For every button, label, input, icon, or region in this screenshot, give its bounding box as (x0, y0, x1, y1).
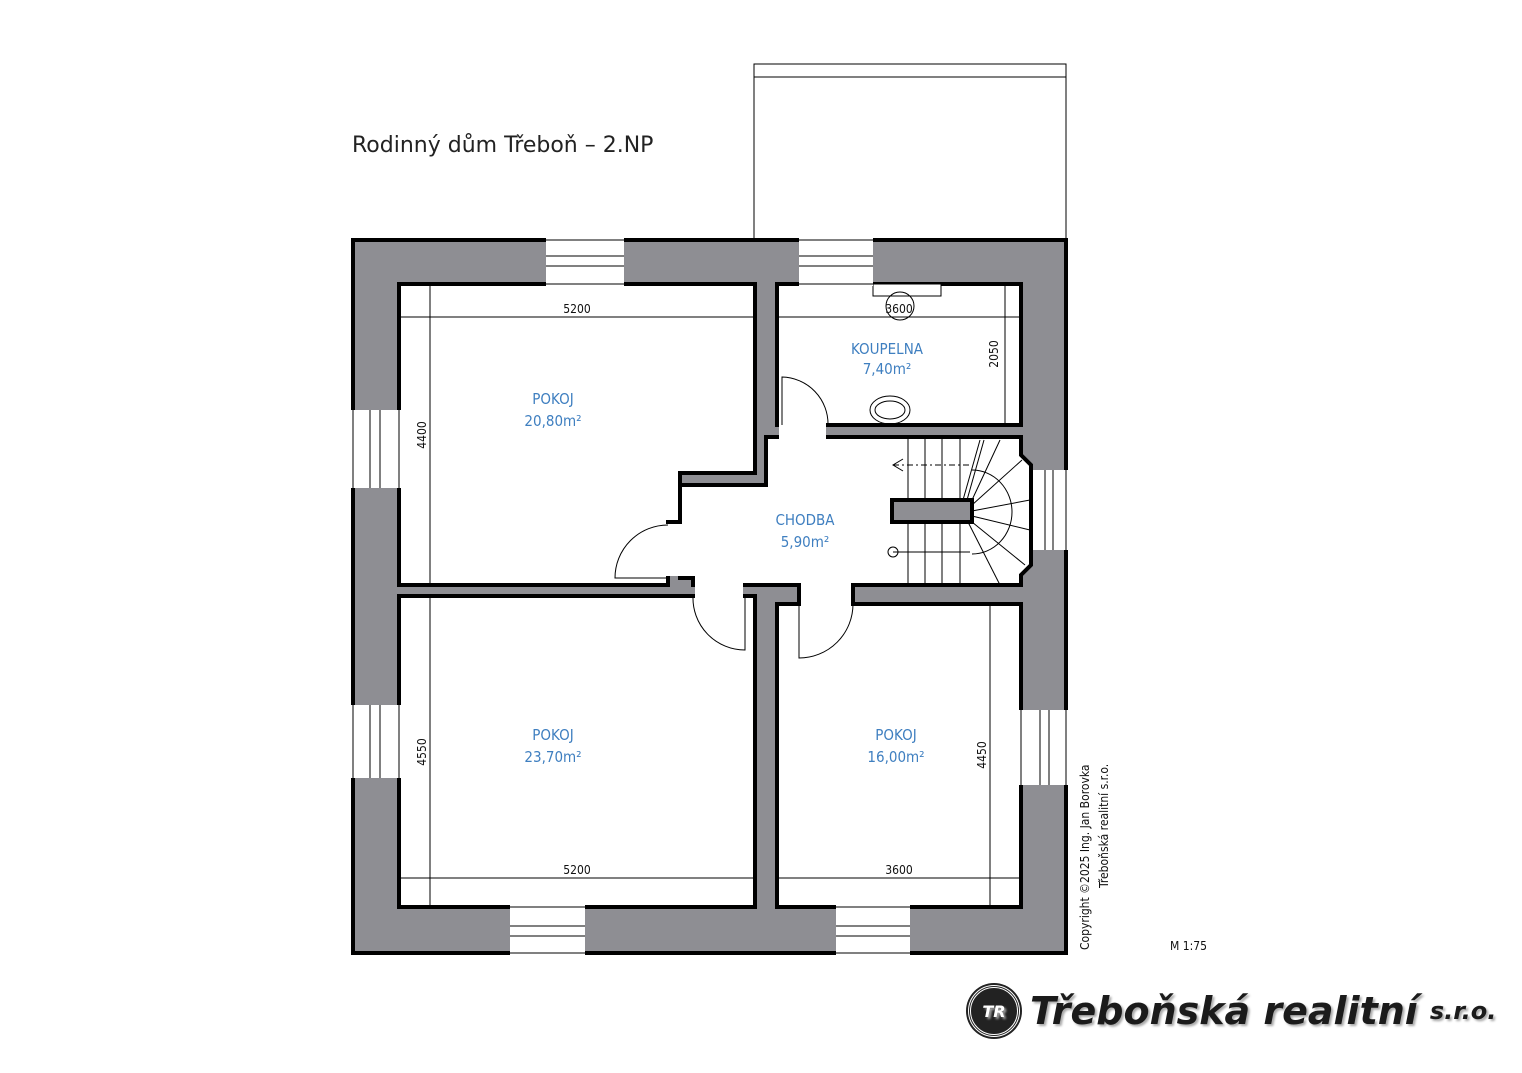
windows (351, 238, 1068, 955)
dim-bottom-right: 3600 (885, 863, 913, 877)
dim-koupelna-height: 2050 (987, 340, 1001, 368)
staircase (887, 437, 1031, 586)
room-area: 23,70m² (524, 748, 581, 766)
stair-core (890, 498, 974, 524)
dimension-lines (399, 284, 1021, 907)
dim-left-lower: 4550 (415, 738, 429, 766)
room-name: POKOJ (875, 726, 916, 744)
room-area: 7,40m² (863, 360, 912, 378)
room-chodba (678, 435, 1033, 606)
bathroom-fixtures (869, 283, 942, 425)
room-name: CHODBA (775, 511, 835, 529)
logo-name: Třeboňská realitní (1030, 989, 1418, 1033)
company-logo: TR Třeboňská realitní s.r.o. (968, 985, 1496, 1037)
doors (614, 376, 854, 659)
copyright-line-1: Copyright ©2025 Ing. Jan Borovka (1078, 764, 1092, 950)
dim-right-lower: 4450 (975, 741, 989, 769)
room-area: 20,80m² (524, 412, 581, 430)
dim-left-upper: 4400 (415, 421, 429, 449)
room-area: 5,90m² (781, 533, 830, 551)
room-name: KOUPELNA (851, 340, 924, 358)
copyright-line-2: Třeboňská realitní s.r.o. (1097, 764, 1111, 889)
room-name: POKOJ (532, 390, 573, 408)
plan-title: Rodinný dům Třeboň – 2.NP (352, 133, 653, 158)
logo-suffix: s.r.o. (1429, 997, 1497, 1025)
dim-top-left: 5200 (563, 302, 591, 316)
room-area: 16,00m² (867, 748, 924, 766)
room-name: POKOJ (532, 726, 573, 744)
logo-badge-icon: TR (968, 985, 1020, 1037)
dim-top-right: 3600 (885, 302, 913, 316)
room-koupelna (775, 282, 1023, 427)
scale-label: M 1:75 (1170, 939, 1207, 953)
dim-bottom-left: 5200 (563, 863, 591, 877)
balcony (753, 63, 1067, 241)
